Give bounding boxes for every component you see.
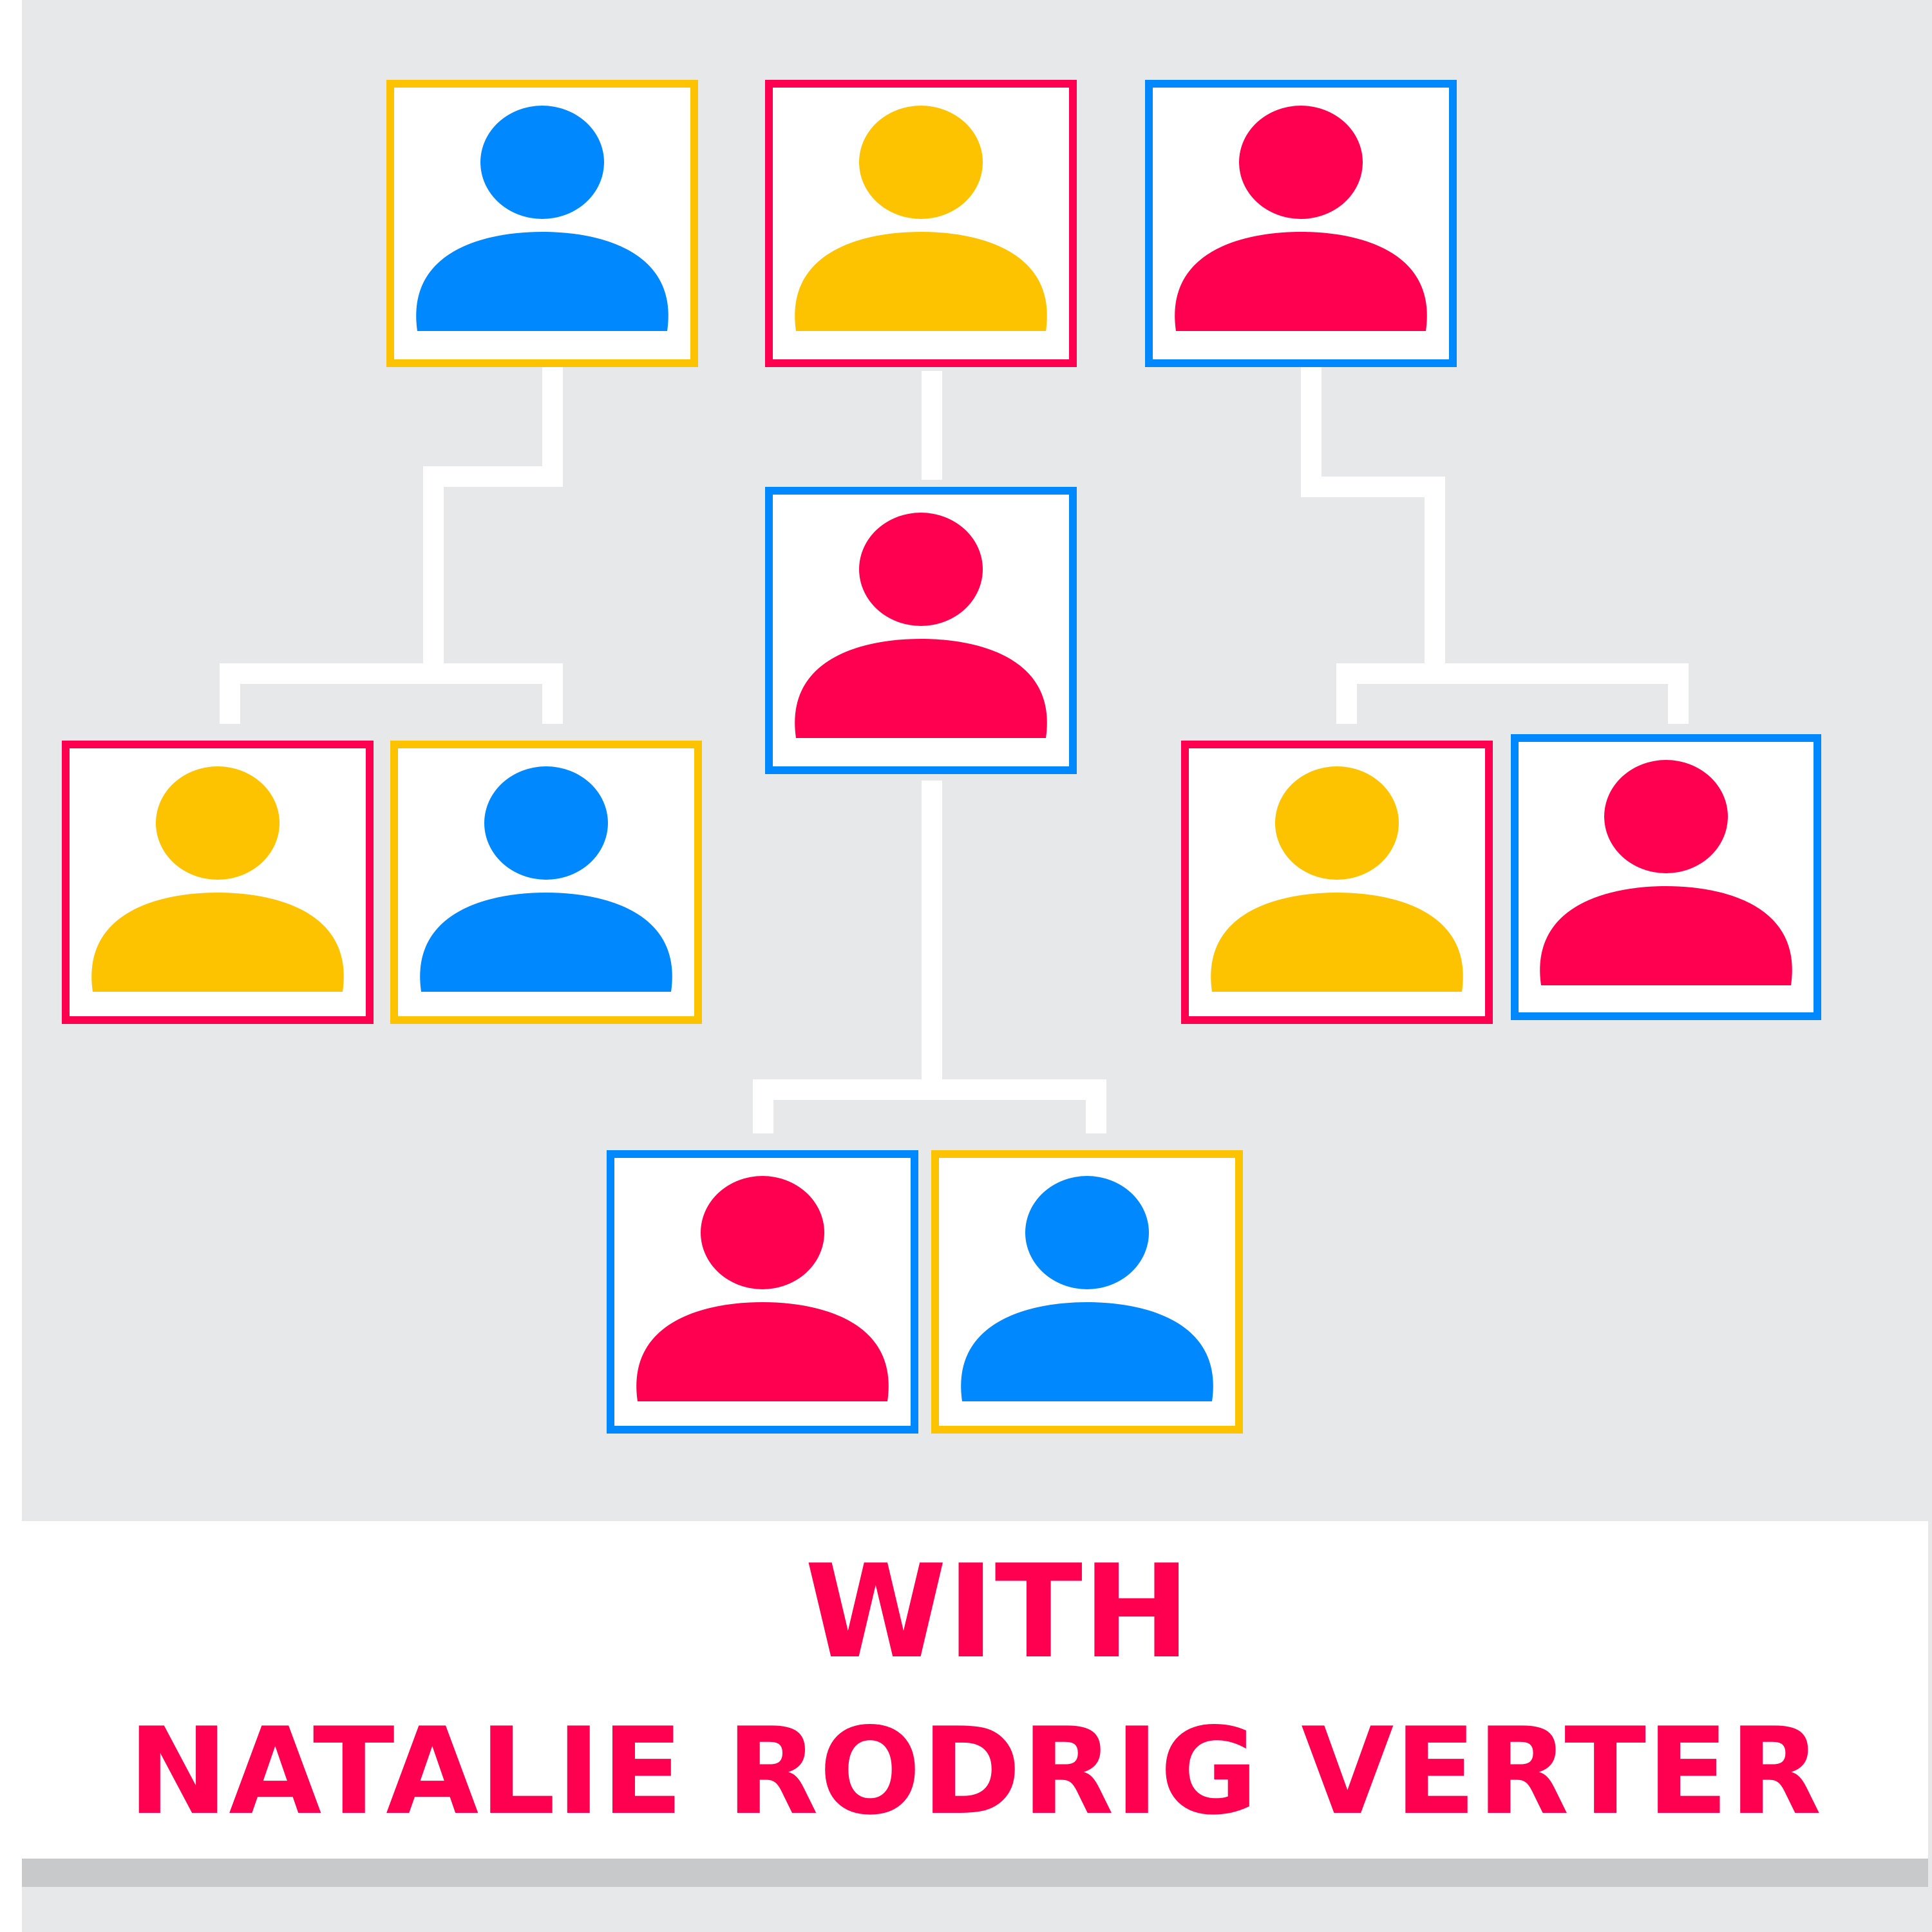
person-body [1211, 893, 1463, 992]
person-card-p3 [1145, 80, 1457, 367]
person-head [859, 106, 983, 219]
caption-name-text: NATALIE RODRIG VERTER [128, 1701, 1823, 1841]
connector-line-3 [1301, 367, 1689, 724]
person-head [1239, 106, 1363, 219]
person-card-p7 [1181, 741, 1493, 1024]
person-body [961, 1302, 1213, 1401]
person-head [859, 513, 983, 626]
person-head [156, 766, 279, 880]
person-card-p8 [1511, 734, 1821, 1020]
person-head [1604, 760, 1728, 873]
person-head [1275, 766, 1399, 880]
caption-with-text: WITH [804, 1537, 1191, 1687]
person-icon [795, 513, 1047, 738]
person-body [795, 232, 1047, 331]
person-body [420, 893, 672, 992]
connector-line-4 [753, 781, 1106, 1133]
connector-line-1 [220, 367, 563, 724]
person-card-p6 [390, 741, 702, 1024]
person-icon [91, 766, 344, 992]
person-card-p9 [607, 1150, 918, 1434]
person-icon [636, 1176, 889, 1401]
person-body [1175, 232, 1427, 331]
person-card-p5 [62, 741, 374, 1024]
person-body [795, 639, 1047, 738]
person-head [701, 1176, 824, 1289]
person-card-p4 [765, 487, 1077, 774]
person-body [416, 232, 668, 331]
person-body [91, 893, 344, 992]
person-card-p2 [765, 80, 1077, 367]
person-head [1025, 1176, 1149, 1289]
person-icon [1175, 106, 1427, 331]
person-icon [416, 106, 668, 331]
person-icon [795, 106, 1047, 331]
person-body [1540, 886, 1792, 985]
person-cards [62, 80, 1821, 1434]
person-body [636, 1302, 889, 1401]
person-head [484, 766, 608, 880]
caption-shadow-bar [22, 1859, 1928, 1887]
person-icon [961, 1176, 1213, 1401]
person-card-p1 [386, 80, 698, 367]
person-icon [1540, 760, 1792, 985]
person-card-p10 [931, 1150, 1243, 1434]
person-icon [420, 766, 672, 992]
caption-panel: WITH NATALIE RODRIG VERTER [22, 1521, 1928, 1859]
person-icon [1211, 766, 1463, 992]
connector-lines [220, 367, 1689, 1133]
person-head [480, 106, 604, 219]
